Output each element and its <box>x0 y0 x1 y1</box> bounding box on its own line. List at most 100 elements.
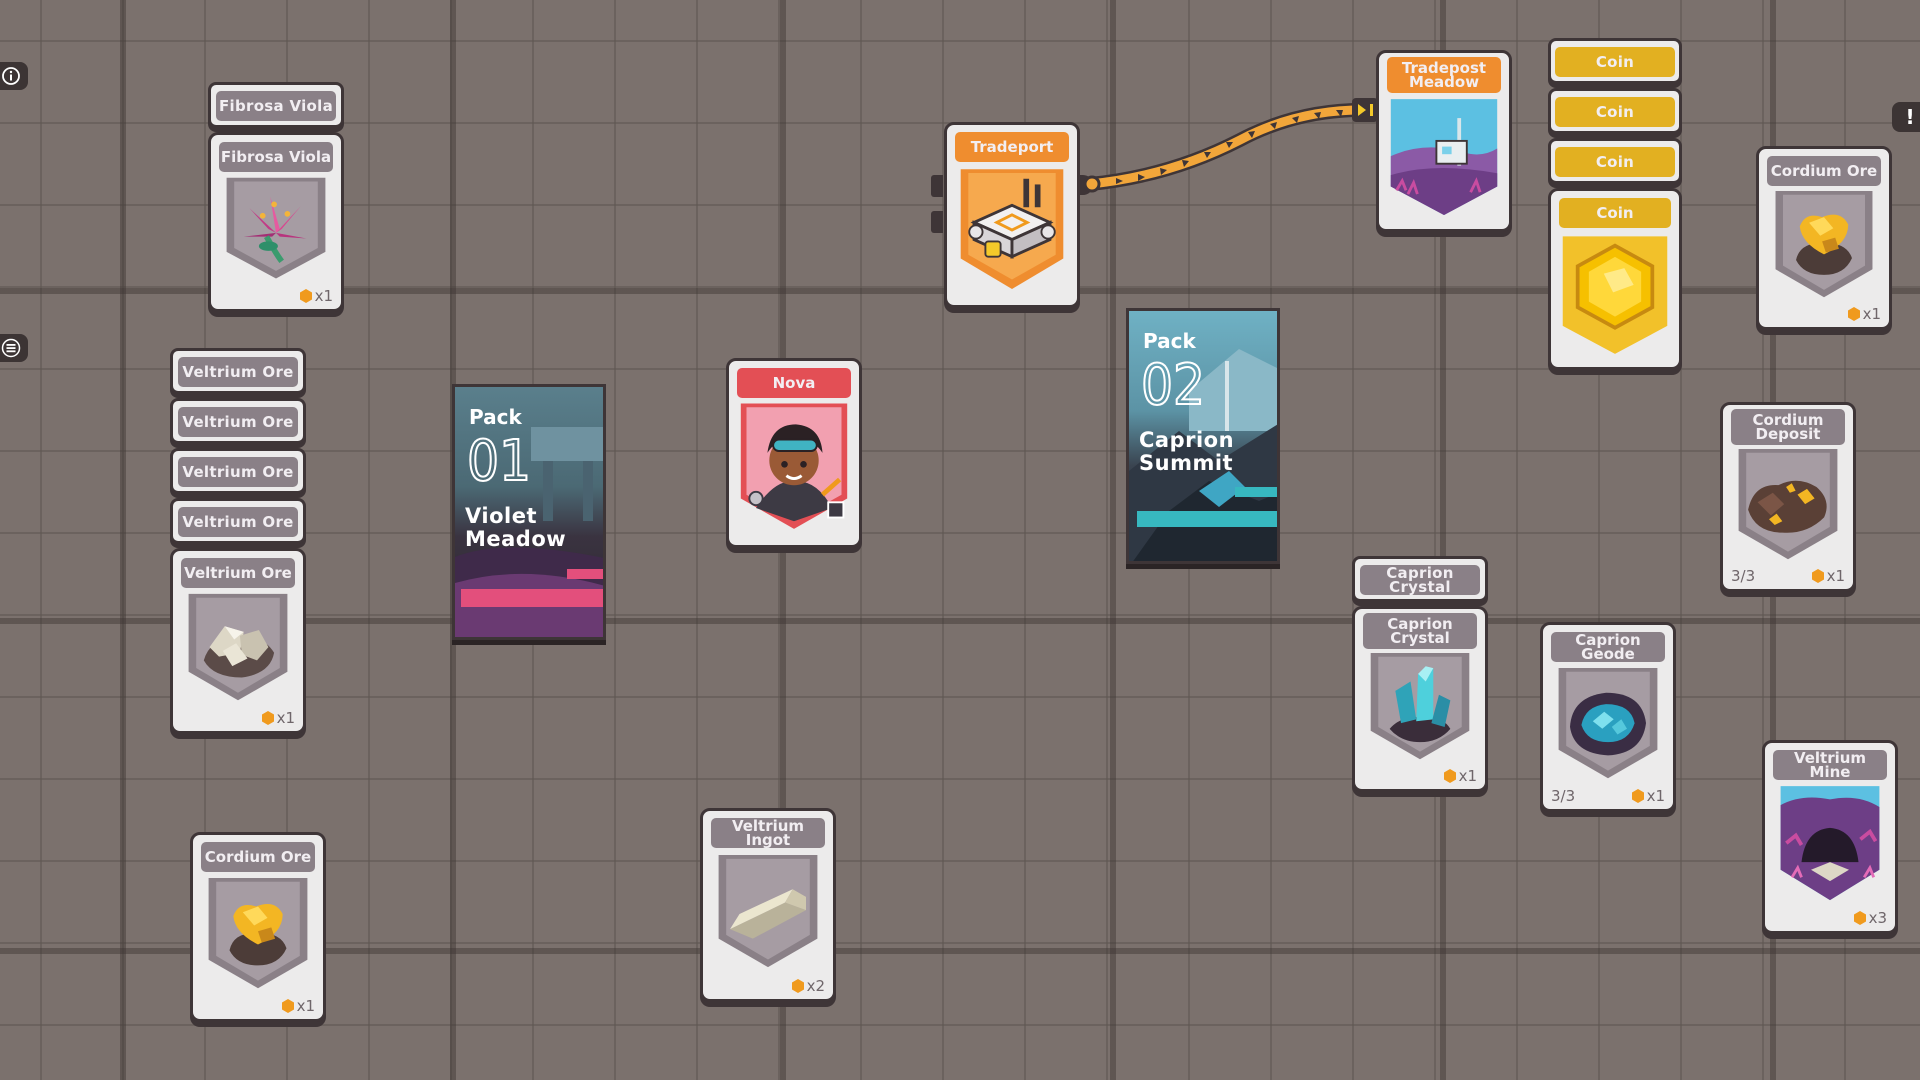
nova-character-card[interactable]: Nova <box>726 358 862 548</box>
card-title: Fibrosa Viola <box>216 91 336 121</box>
input-slot[interactable] <box>931 211 943 233</box>
caprion-crystal-card[interactable]: Caprion Crystal x1 <box>1352 606 1488 792</box>
crystal-icon <box>1363 653 1477 763</box>
card-title: Cordium Ore <box>1767 156 1881 186</box>
count-text: x1 <box>1646 787 1665 805</box>
veltrium-ingot-card[interactable]: Veltrium Ingot x2 <box>700 808 836 1002</box>
pack-number: 02 <box>1140 352 1206 419</box>
hex-coin-icon <box>1631 789 1644 803</box>
hex-coin-icon <box>791 979 804 993</box>
card-title: Veltrium Ingot <box>711 818 825 848</box>
coin-stack[interactable]: Coin Coin Coin Coin <box>1548 38 1682 370</box>
count-text: x1 <box>296 997 315 1015</box>
tradepost-meadow-card[interactable]: Tradepost Meadow <box>1376 50 1512 232</box>
tradeport-card[interactable]: Tradeport <box>931 122 1093 308</box>
flower-icon <box>219 177 333 283</box>
card-title: Tradepost Meadow <box>1387 57 1501 93</box>
trade-route-connection <box>1083 98 1379 193</box>
pack-number: 01 <box>466 428 532 495</box>
cordium-ore-card[interactable]: Cordium Ore x1 <box>190 832 326 1022</box>
stack-header[interactable]: Veltrium Ore <box>170 398 306 444</box>
stack-header[interactable]: Veltrium Ore <box>170 498 306 544</box>
alert-button[interactable]: ! <box>1892 102 1920 132</box>
count-badge: x1 <box>261 709 295 727</box>
hex-coin-icon <box>1853 911 1866 925</box>
caprion-crystal-stack[interactable]: Caprion Crystal Caprion Crystal x1 <box>1352 556 1488 792</box>
pack-label: Pack <box>1143 329 1196 353</box>
pack-name: Caprion Summit <box>1139 428 1235 475</box>
card-title: Cordium Deposit <box>1731 409 1845 445</box>
veltrium-ore-stack[interactable]: Veltrium Ore Veltrium Ore Veltrium Ore V… <box>170 348 306 734</box>
stack-header[interactable]: Caprion Crystal <box>1352 556 1488 602</box>
card-title: Coin <box>1555 47 1675 77</box>
card-title: Veltrium Ore <box>178 457 298 487</box>
gold-ore-icon <box>1767 191 1881 301</box>
cordium-ore-card-right[interactable]: Cordium Ore x1 <box>1756 146 1892 330</box>
stack-header[interactable]: Coin <box>1548 38 1682 84</box>
stack-header[interactable]: Coin <box>1548 138 1682 184</box>
tradeport-building-icon <box>955 167 1069 295</box>
info-button[interactable] <box>0 62 28 90</box>
count-badge: x1 <box>299 287 333 305</box>
card-title: Nova <box>737 368 851 398</box>
pack-label: Pack <box>469 405 522 429</box>
uses-counter: 3/3 <box>1551 787 1576 805</box>
card-title: Coin <box>1559 198 1671 228</box>
coin-icon <box>1559 233 1671 361</box>
count-text: x1 <box>1458 767 1477 785</box>
hex-coin-icon <box>1847 307 1860 321</box>
veltrium-mine-card[interactable]: Veltrium Mine x3 <box>1762 740 1898 934</box>
hex-coin-icon <box>1443 769 1456 783</box>
caprion-geode-card[interactable]: Caprion Geode 3/3 x1 <box>1540 622 1676 812</box>
stack-header[interactable]: Veltrium Ore <box>170 448 306 494</box>
count-text: x1 <box>314 287 333 305</box>
count-badge: x1 <box>1811 567 1845 585</box>
count-badge: x1 <box>1443 767 1477 785</box>
pack-02-caprion-summit[interactable]: Pack 02 Caprion Summit <box>1126 308 1280 564</box>
fibrosa-viola-stack[interactable]: Fibrosa Viola Fibrosa Viola x1 <box>208 82 344 312</box>
card-title: Veltrium Ore <box>181 558 295 588</box>
stack-header[interactable]: Coin <box>1548 88 1682 134</box>
count-badge: x1 <box>1631 787 1665 805</box>
ingot-icon <box>711 853 825 973</box>
geode-icon <box>1551 667 1665 783</box>
alert-icon: ! <box>1905 105 1915 129</box>
coin-card[interactable]: Coin <box>1548 188 1682 370</box>
count-text: x1 <box>1862 305 1881 323</box>
count-badge: x3 <box>1853 909 1887 927</box>
deposit-icon <box>1731 449 1845 563</box>
cordium-deposit-card[interactable]: Cordium Deposit 3/3 x1 <box>1720 402 1856 592</box>
count-badge: x1 <box>281 997 315 1015</box>
count-badge: x1 <box>1847 305 1881 323</box>
hex-coin-icon <box>281 999 294 1013</box>
input-slot[interactable] <box>931 175 943 197</box>
card-title: Veltrium Ore <box>178 357 298 387</box>
stack-header[interactable]: Veltrium Ore <box>170 348 306 394</box>
card-title: Caprion Crystal <box>1363 613 1477 649</box>
hex-coin-icon <box>299 289 312 303</box>
info-icon <box>2 67 20 85</box>
pack-01-violet-meadow[interactable]: Pack 01 Violet Meadow <box>452 384 606 640</box>
fibrosa-viola-card[interactable]: Fibrosa Viola x1 <box>208 132 344 312</box>
card-title: Veltrium Ore <box>178 507 298 537</box>
veltrium-ore-card[interactable]: Veltrium Ore x1 <box>170 548 306 734</box>
ore-rock-icon <box>181 593 295 705</box>
meadow-landscape-icon <box>1387 97 1501 219</box>
card-title: Coin <box>1555 147 1675 177</box>
card-title: Caprion Geode <box>1551 632 1665 662</box>
pack-art <box>1129 349 1277 561</box>
count-badge: x2 <box>791 977 825 995</box>
uses-counter: 3/3 <box>1731 567 1756 585</box>
stack-header[interactable]: Fibrosa Viola <box>208 82 344 128</box>
gold-ore-icon <box>201 877 315 993</box>
menu-button[interactable] <box>0 334 28 362</box>
count-text: x3 <box>1868 909 1887 927</box>
card-title: Caprion Crystal <box>1360 565 1480 595</box>
card-title: Fibrosa Viola <box>219 142 333 172</box>
count-text: x1 <box>1826 567 1845 585</box>
card-title: Veltrium Ore <box>178 407 298 437</box>
menu-icon <box>1 338 21 358</box>
character-portrait <box>737 403 851 537</box>
pack-name: Violet Meadow <box>465 504 567 551</box>
hex-coin-icon <box>1811 569 1824 583</box>
